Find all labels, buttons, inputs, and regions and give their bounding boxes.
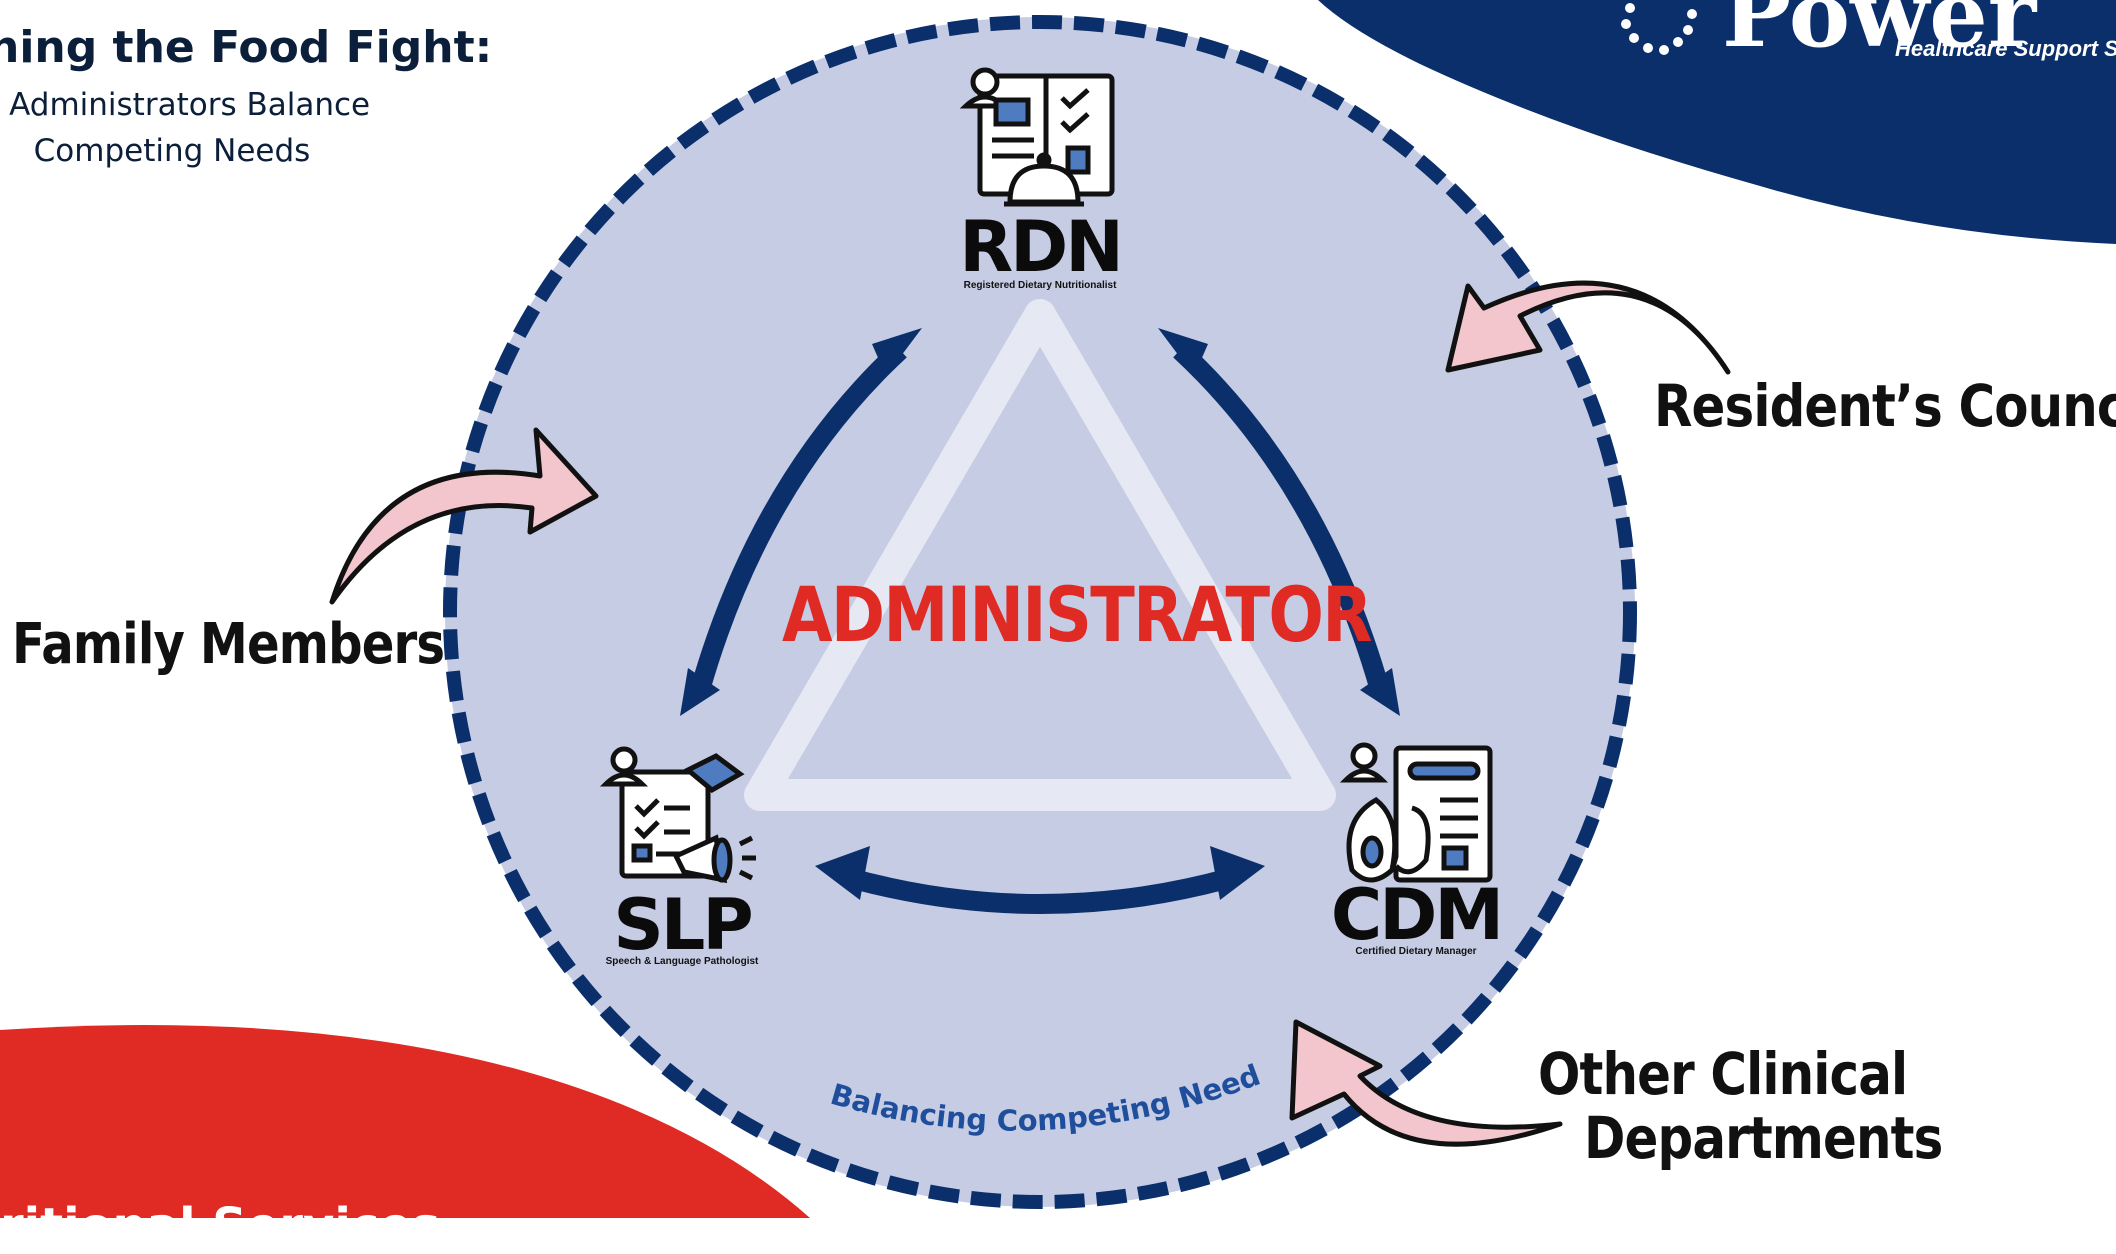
- arrow-heads: [680, 328, 1400, 900]
- rdn-full-name: Registered Dietary Nutritionalist: [963, 280, 1117, 291]
- arrowhead-slp-top-icon: [680, 668, 720, 716]
- cdm-abbr: CDM: [1330, 874, 1504, 956]
- arrowhead-rdn-right-icon: [1158, 328, 1208, 376]
- cdm-icon: [1339, 742, 1493, 883]
- resident-arrow-icon: [1445, 280, 1731, 375]
- arrowhead-rdn-left-icon: [872, 328, 922, 376]
- other-clinical-label: Other Clinical: [1538, 1040, 1908, 1108]
- arrow-rdn-slp: [690, 342, 907, 693]
- page-title: ning the Food Fight:: [0, 22, 493, 73]
- residents-council-label: Resident’s Council: [1654, 372, 2116, 440]
- brand-tagline: Healthcare Support S: [1895, 36, 2116, 61]
- brand-navy-shape: [1318, 0, 2116, 244]
- page-subtitle-line2: Competing Needs: [33, 133, 311, 169]
- page-subtitle-line1: w Administrators Balance: [0, 87, 371, 123]
- arrowhead-cdm-bottom-icon: [1210, 846, 1265, 900]
- family-members-label: Family Members: [12, 612, 445, 677]
- logo-mark-icon: [1621, 3, 1697, 55]
- balance-circle-dashed-border: [443, 15, 1637, 1209]
- page-subtitle: w Administrators Balance Competing Needs: [0, 82, 372, 174]
- brand-logo-text: Power: [1722, 0, 2037, 68]
- slp-abbr: SLP: [613, 884, 753, 966]
- cdm-full-name: Certified Dietary Manager: [1355, 946, 1477, 957]
- other-departments-arrow-icon: [1289, 1019, 1563, 1147]
- slp-icon: [599, 746, 756, 884]
- arrow-rdn-cdm: [1173, 342, 1390, 693]
- rdn-abbr: RDN: [959, 206, 1124, 288]
- rdn-icon: [959, 67, 1115, 207]
- arrowhead-cdm-top-icon: [1360, 668, 1400, 716]
- administrator-label: ADMINISTRATOR: [782, 570, 1373, 659]
- stakeholder-arrows: [329, 280, 1731, 1147]
- diagram-canvas: Balancing Competing Needs: [0, 0, 2116, 1218]
- family-arrow-icon: [329, 427, 599, 605]
- footer-cut-text: ritional Services: [0, 1198, 441, 1254]
- balance-circle: [445, 17, 1635, 1207]
- admin-triangle: [744, 299, 1336, 811]
- arrowhead-slp-bottom-icon: [815, 846, 870, 900]
- arrow-slp-cdm: [847, 868, 1233, 914]
- departments-label: Departments: [1584, 1104, 1943, 1172]
- slp-full-name: Speech & Language Pathologist: [605, 956, 759, 967]
- brand-red-shape: [0, 1025, 810, 1218]
- relationship-arrows: [690, 342, 1390, 914]
